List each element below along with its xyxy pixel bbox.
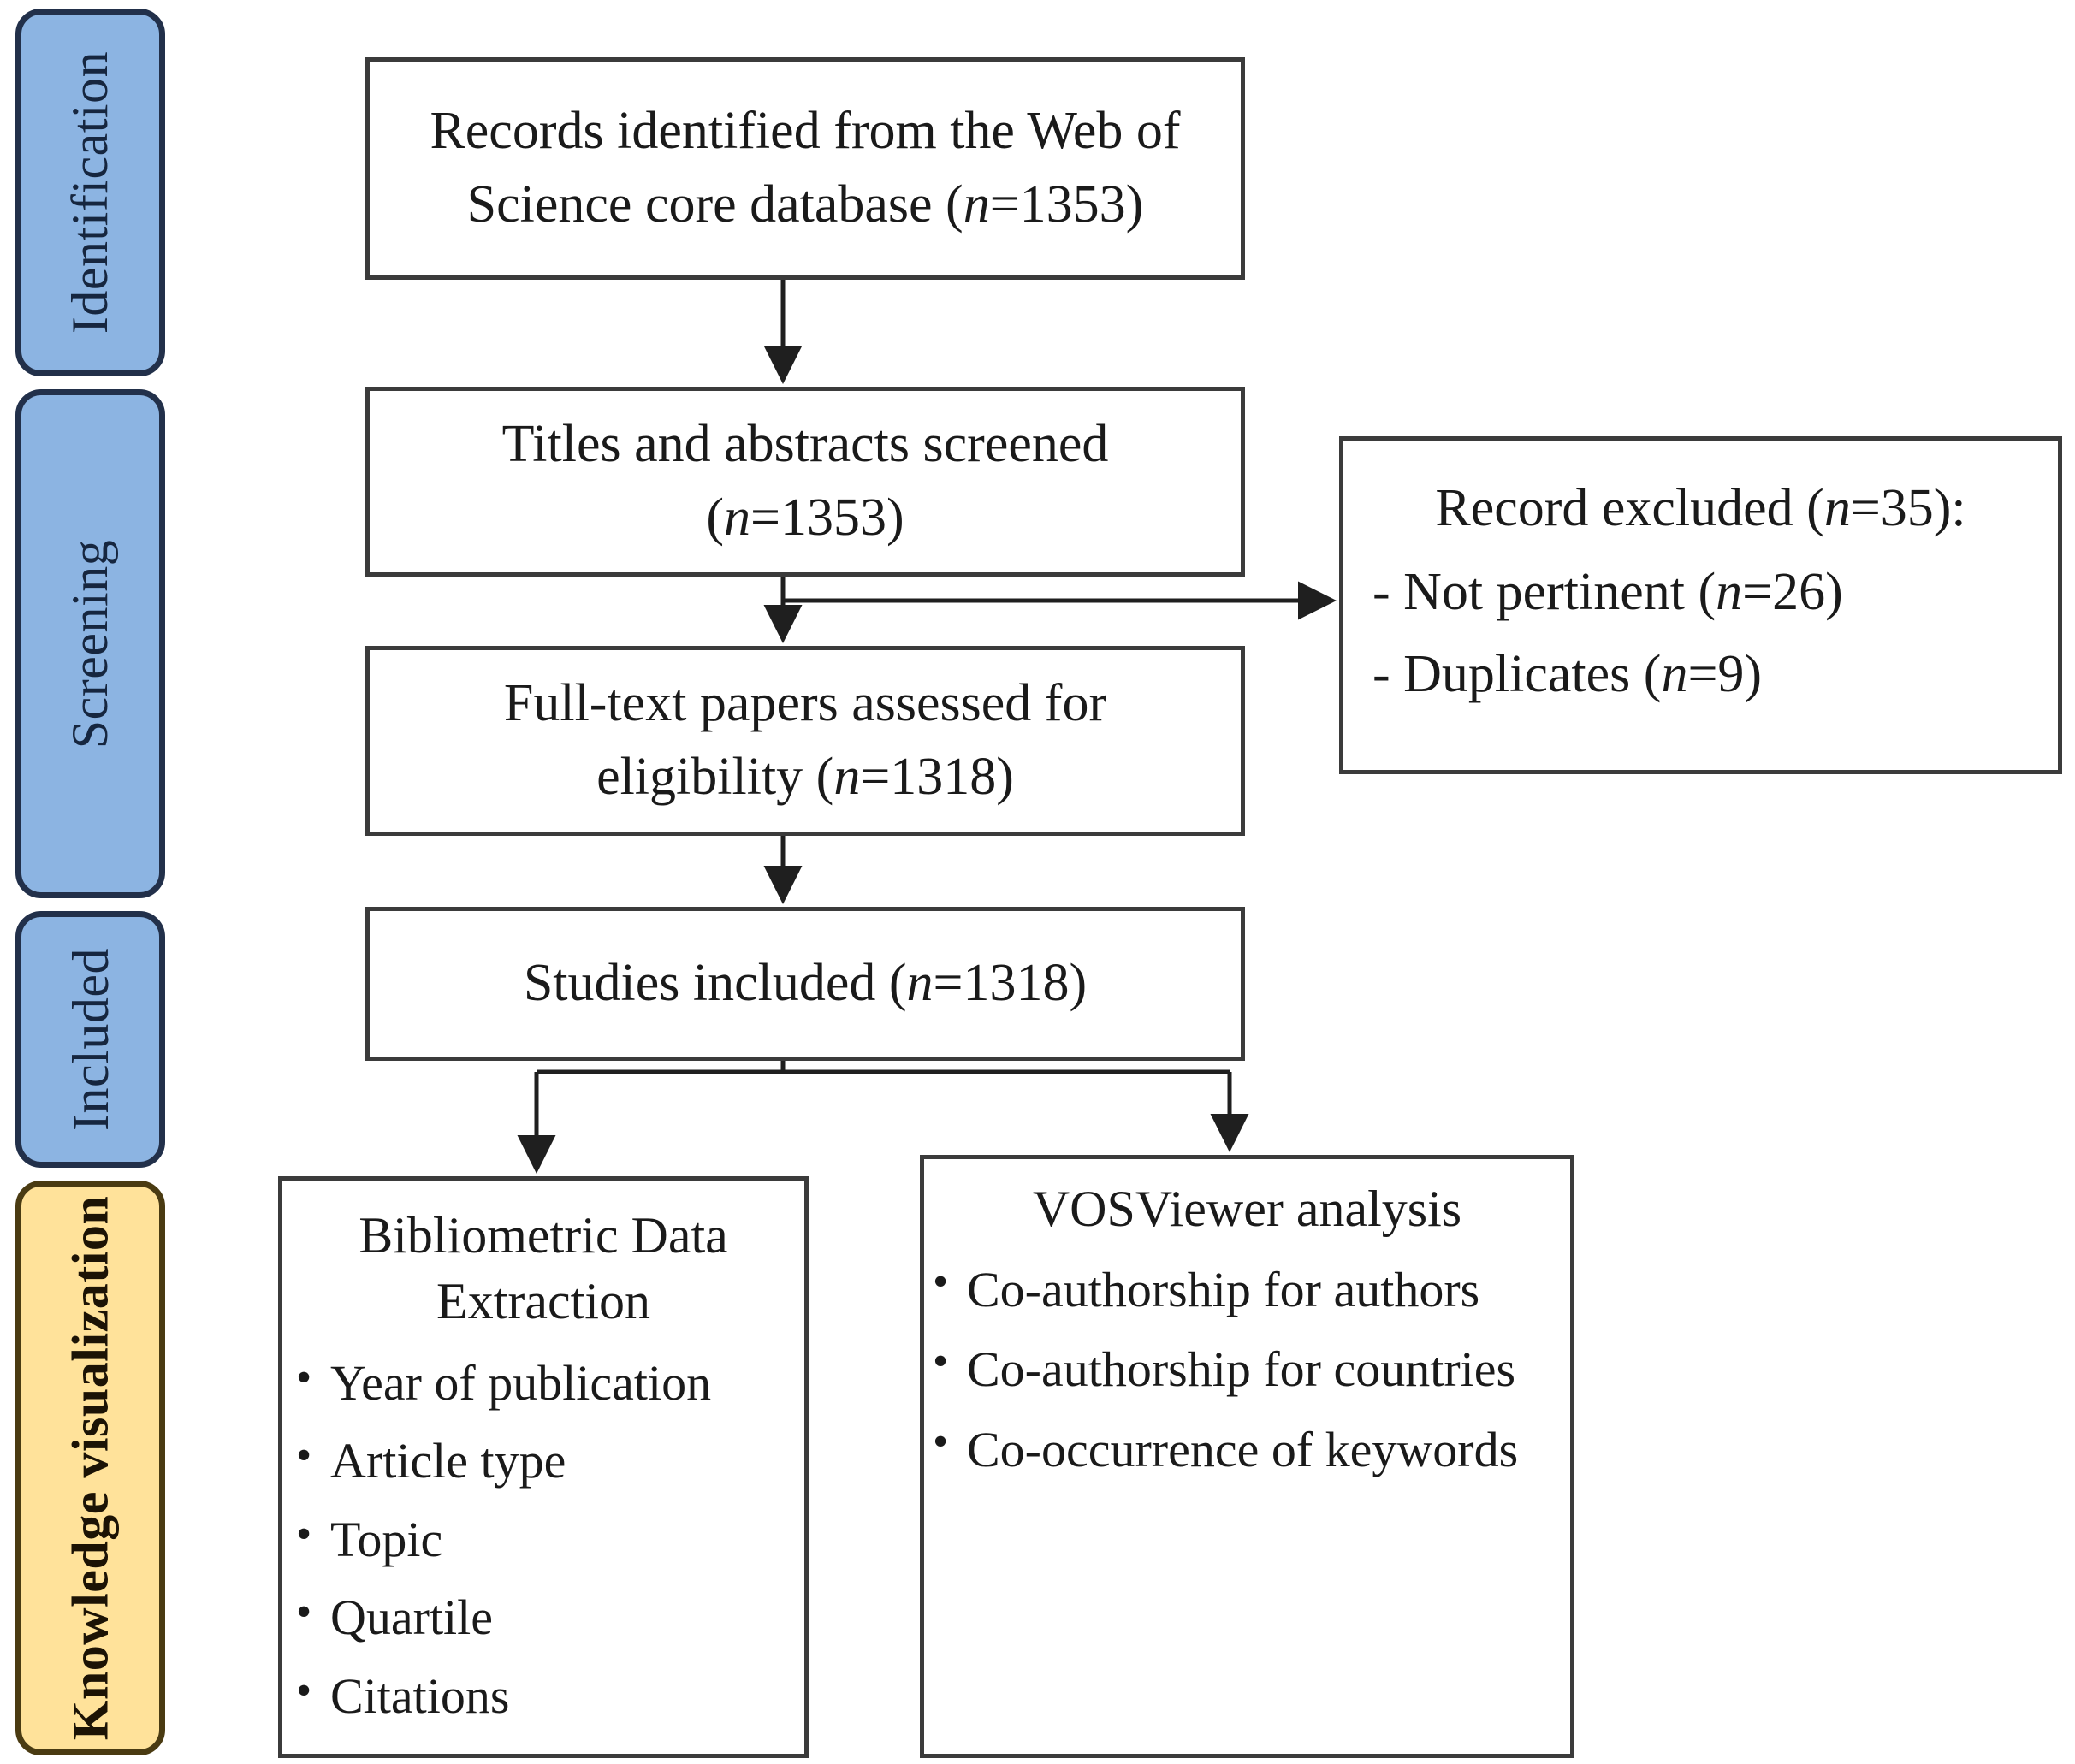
excluded-heading-count: =35): bbox=[1850, 479, 1966, 537]
excluded-reason-item: - Not pertinent (n=26) bbox=[1343, 565, 2058, 619]
phase-label-included: Included bbox=[15, 911, 165, 1168]
box-line: Records identified from the Web of bbox=[430, 102, 1181, 161]
vosviewer-item-list: Co-authorship for authors Co-authorship … bbox=[924, 1242, 1570, 1482]
list-item: Year of publication bbox=[282, 1352, 804, 1413]
box-studies-included: Studies included (n=1318) bbox=[365, 907, 1245, 1061]
box-line: (n=1353) bbox=[370, 482, 1241, 555]
excluded-heading-text: Record excluded ( bbox=[1435, 479, 1824, 537]
phase-label-text: Knowledge visualization bbox=[62, 1195, 119, 1741]
box-text: Science core database ( bbox=[466, 175, 963, 234]
box-text: eligibility ( bbox=[596, 748, 834, 806]
list-item: Co-occurrence of keywords bbox=[924, 1416, 1570, 1482]
list-item: Article type bbox=[282, 1430, 804, 1491]
box-record-excluded: Record excluded (n=35): - Not pertinent … bbox=[1339, 436, 2062, 774]
excluded-reason-item: - Duplicates (n=9) bbox=[1343, 648, 2058, 701]
box-title-line: Extraction bbox=[436, 1272, 650, 1329]
box-vosviewer-analysis: VOSViewer analysis Co-authorship for aut… bbox=[920, 1155, 1574, 1758]
box-line: eligibility (n=1318) bbox=[370, 741, 1241, 814]
phase-label-text: Included bbox=[62, 948, 119, 1131]
n-symbol: n bbox=[1823, 479, 1851, 537]
box-title-line: Bibliometric Data bbox=[359, 1207, 728, 1264]
box-count: =1318) bbox=[860, 748, 1014, 806]
box-fulltext-papers-assessed: Full-text papers assessed for eligibilit… bbox=[365, 646, 1245, 836]
excluded-reason-count: =9) bbox=[1687, 645, 1763, 703]
box-records-identified: Records identified from the Web of Scien… bbox=[365, 57, 1245, 280]
box-count: =1318) bbox=[933, 954, 1088, 1013]
phase-label-text: Screening bbox=[62, 539, 119, 749]
phase-label-screening: Screening bbox=[15, 389, 165, 898]
list-item: Co-authorship for countries bbox=[924, 1335, 1570, 1401]
excluded-reason-text: - Not pertinent ( bbox=[1372, 563, 1716, 621]
box-line: Studies included (n=1318) bbox=[370, 947, 1241, 1021]
box-bibliometric-data-extraction: Bibliometric Data Extraction Year of pub… bbox=[278, 1176, 809, 1758]
excluded-heading: Record excluded (n=35): bbox=[1343, 482, 2058, 535]
phase-label-text: Identification bbox=[62, 50, 119, 334]
n-symbol: n bbox=[833, 748, 861, 806]
list-item: Citations bbox=[282, 1665, 804, 1726]
bibliometric-item-list: Year of publication Article type Topic Q… bbox=[282, 1335, 804, 1726]
n-symbol: n bbox=[1661, 645, 1688, 703]
box-line: Titles and abstracts screened bbox=[501, 415, 1109, 474]
list-item: Co-authorship for authors bbox=[924, 1256, 1570, 1322]
phase-label-identification: Identification bbox=[15, 9, 165, 376]
list-item: Quartile bbox=[282, 1586, 804, 1648]
box-titles-abstracts-screened: Titles and abstracts screened (n=1353) bbox=[365, 387, 1245, 577]
n-symbol: n bbox=[963, 175, 990, 234]
box-line: Science core database (n=1353) bbox=[370, 169, 1241, 242]
box-title-line: VOSViewer analysis bbox=[1032, 1181, 1462, 1237]
box-text: Studies included ( bbox=[523, 954, 907, 1013]
n-symbol: n bbox=[724, 488, 751, 547]
box-count: =1353) bbox=[989, 175, 1144, 234]
box-line: Full-text papers assessed for bbox=[503, 674, 1107, 733]
excluded-reason-count: =26) bbox=[1742, 563, 1843, 621]
n-symbol: n bbox=[1716, 563, 1743, 621]
excluded-reason-text: - Duplicates ( bbox=[1372, 645, 1662, 703]
list-item: Topic bbox=[282, 1508, 804, 1570]
phase-label-knowledge-visualization: Knowledge visualization bbox=[15, 1181, 165, 1755]
n-symbol: n bbox=[906, 954, 934, 1013]
box-text: ( bbox=[706, 488, 725, 547]
box-count: =1353) bbox=[750, 488, 904, 547]
